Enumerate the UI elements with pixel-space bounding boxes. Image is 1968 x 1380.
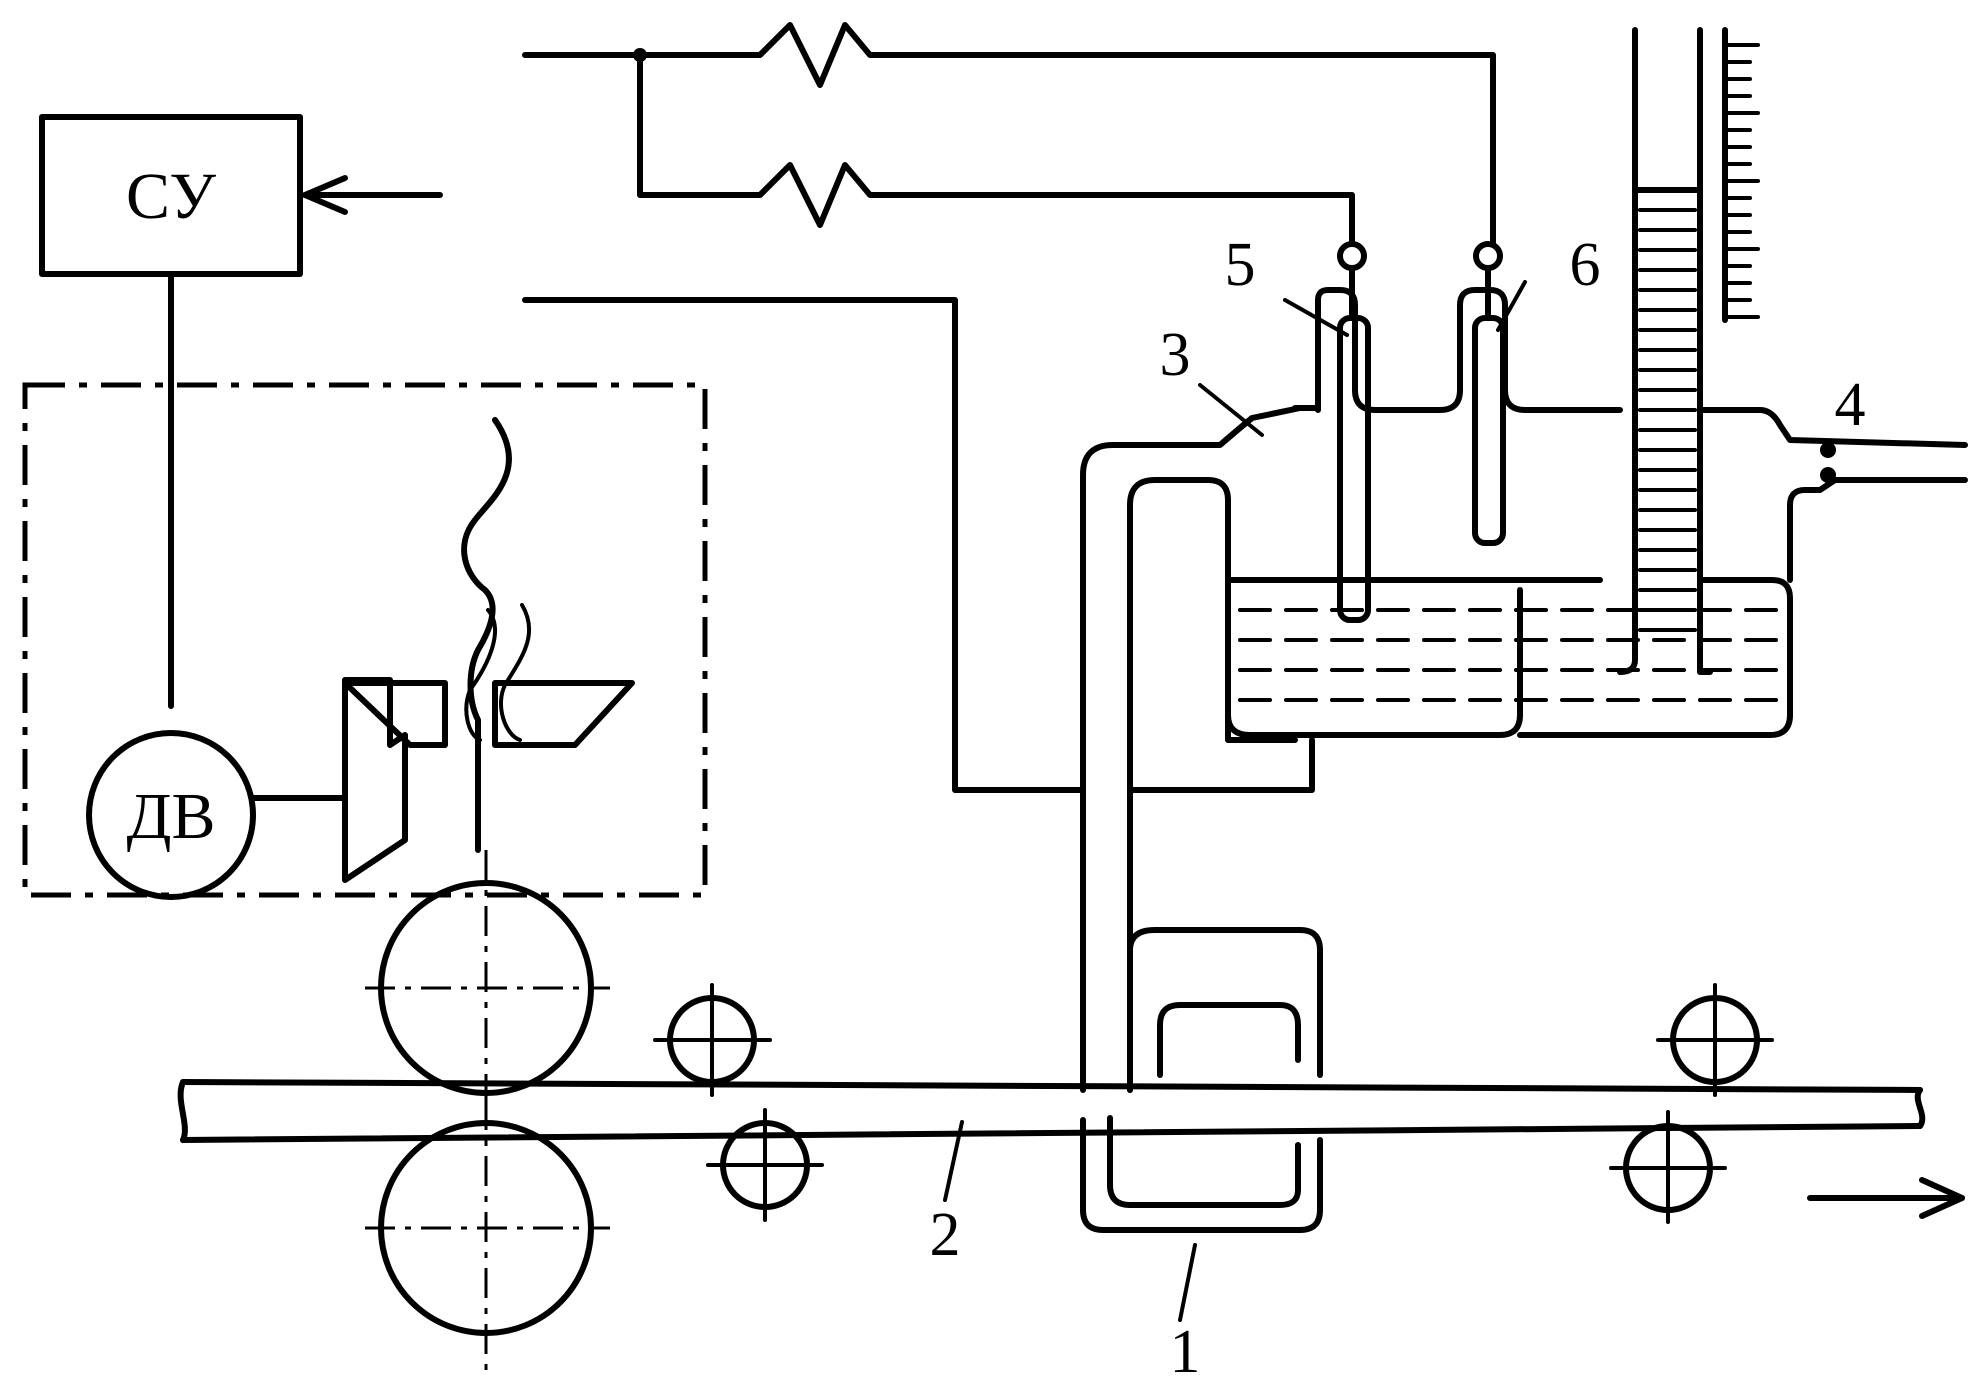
guide-roller-1: [653, 983, 772, 1097]
electric-circuit: [522, 22, 1496, 247]
thermometer-6: [1472, 241, 1506, 546]
callout-1: 1: [1170, 1318, 1201, 1380]
wire: [461, 417, 532, 853]
outlet-pipe-bottom: [1787, 477, 1968, 583]
control-unit: СУ: [39, 114, 303, 277]
thermometer-5: [1337, 241, 1371, 623]
guide-roller-3: [1656, 983, 1774, 1097]
control-unit-label: СУ: [126, 160, 216, 233]
outlet-pipe-top: [1697, 407, 1968, 448]
input-arrow: [302, 175, 443, 215]
direction-arrow: [1807, 1177, 1965, 1219]
measuring-chamber: [1080, 395, 1323, 1233]
strip: [177, 1079, 1926, 1143]
upper-roll: [365, 850, 610, 1100]
lower-roll: [365, 1100, 610, 1375]
motor-label: ДВ: [126, 780, 215, 853]
guide-roller-2: [706, 1108, 824, 1222]
liquid-bath: [1225, 577, 1793, 738]
manometer: [1617, 27, 1713, 675]
valve-bottom: [1820, 467, 1836, 483]
callout-6: 6: [1570, 231, 1601, 299]
valve-top: [1820, 442, 1836, 458]
liquid-surface: [1238, 608, 1782, 702]
upper-chamber: [1315, 287, 1623, 413]
gas-line: [522, 297, 1086, 793]
callout-leaders: [943, 280, 1527, 1322]
bevel-gear: [342, 677, 635, 883]
guide-roller-4: [1609, 1110, 1727, 1224]
callout-5: 5: [1225, 231, 1256, 299]
callout-2: 2: [930, 1201, 961, 1269]
callout-3: 3: [1160, 321, 1191, 389]
scale-ruler: [1722, 27, 1760, 323]
motor: ДВ: [86, 730, 256, 900]
upper-chamber-edge: [1292, 395, 1321, 413]
callout-4: 4: [1835, 371, 1866, 439]
